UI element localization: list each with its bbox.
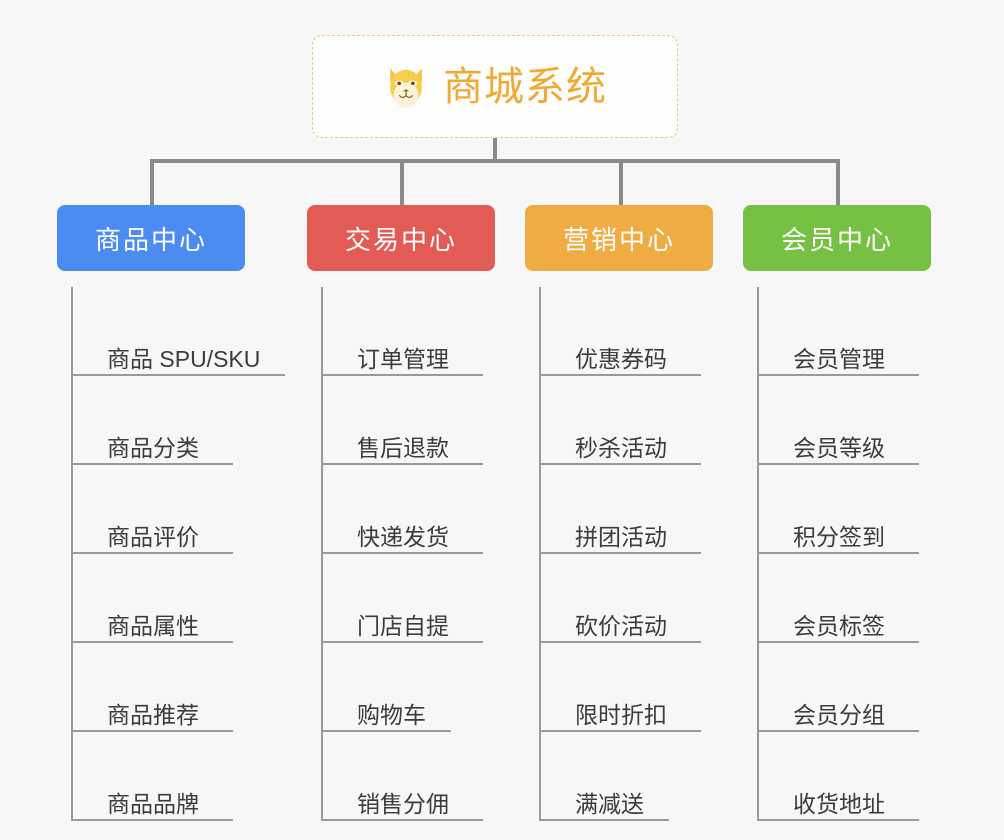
leaf-item[interactable]: 限时折扣 [541, 643, 741, 732]
connector-drop-1 [150, 159, 154, 207]
leaf-underline [759, 730, 919, 732]
leaf-label: 门店自提 [357, 612, 449, 639]
leaf-underline [541, 552, 701, 554]
leaf-item[interactable]: 拼团活动 [541, 465, 741, 554]
leaf-item[interactable]: 砍价活动 [541, 554, 741, 643]
leaf-item[interactable]: 商品评价 [73, 465, 297, 554]
connector-drop-4 [836, 159, 840, 207]
leaf-item[interactable]: 快递发货 [323, 465, 525, 554]
leaf-item[interactable]: 满减送 [541, 732, 741, 821]
leaf-underline [323, 552, 483, 554]
leaf-underline [759, 641, 919, 643]
leaf-underline [73, 552, 233, 554]
leaf-item[interactable]: 商品推荐 [73, 643, 297, 732]
leaf-underline [323, 374, 483, 376]
leaf-underline [323, 641, 483, 643]
leaf-label: 限时折扣 [575, 701, 667, 728]
leaf-label: 商品属性 [107, 612, 199, 639]
connector-drop-2 [400, 159, 404, 207]
connector-bus [150, 159, 840, 163]
leaf-underline [759, 374, 919, 376]
leaf-label: 快递发货 [357, 523, 449, 550]
leaf-list-1: 商品 SPU/SKU 商品分类 商品评价 商品属性 商品推荐 商品品牌 [71, 287, 297, 821]
leaf-item[interactable]: 会员管理 [759, 287, 957, 376]
leaf-underline [541, 374, 701, 376]
category-box-member-center[interactable]: 会员中心 [743, 205, 931, 271]
leaf-item[interactable]: 售后退款 [323, 376, 525, 465]
leaf-item[interactable]: 收货地址 [759, 732, 957, 821]
category-label: 营销中心 [562, 224, 675, 255]
leaf-underline [73, 374, 285, 376]
leaf-item[interactable]: 商品分类 [73, 376, 297, 465]
leaf-item[interactable]: 会员标签 [759, 554, 957, 643]
branch-column-1: 商品中心 商品 SPU/SKU 商品分类 商品评价 商品属性 商品推荐 [57, 205, 297, 837]
leaf-label: 优惠券码 [575, 345, 667, 372]
leaf-item[interactable]: 积分签到 [759, 465, 957, 554]
leaf-item[interactable]: 商品属性 [73, 554, 297, 643]
category-box-marketing-center[interactable]: 营销中心 [525, 205, 713, 271]
leaf-underline [541, 641, 701, 643]
category-box-trade-center[interactable]: 交易中心 [307, 205, 495, 271]
leaf-list-4: 会员管理 会员等级 积分签到 会员标签 会员分组 收货地址 [757, 287, 957, 821]
category-label: 交易中心 [344, 224, 457, 255]
leaf-underline [759, 463, 919, 465]
leaf-label: 销售分佣 [357, 790, 449, 817]
leaf-label: 秒杀活动 [575, 434, 667, 461]
leaf-item[interactable]: 销售分佣 [323, 732, 525, 821]
leaf-item[interactable]: 订单管理 [323, 287, 525, 376]
leaf-label: 会员等级 [793, 434, 885, 461]
leaf-item[interactable]: 商品 SPU/SKU [73, 287, 297, 376]
leaf-item[interactable]: 秒杀活动 [541, 376, 741, 465]
category-label: 会员中心 [780, 224, 893, 255]
leaf-label: 满减送 [575, 790, 644, 817]
leaf-underline [73, 819, 233, 821]
leaf-label: 订单管理 [357, 345, 449, 372]
branch-column-4: 会员中心 会员管理 会员等级 积分签到 会员标签 会员分组 [743, 205, 957, 837]
leaf-label: 商品推荐 [107, 701, 199, 728]
leaf-list-2: 订单管理 售后退款 快递发货 门店自提 购物车 销售分佣 [321, 287, 525, 821]
leaf-underline [759, 819, 919, 821]
leaf-label: 砍价活动 [575, 612, 667, 639]
branch-column-3: 营销中心 优惠券码 秒杀活动 拼团活动 砍价活动 限时折扣 [525, 205, 741, 837]
root-node[interactable]: 商城系统 [312, 35, 678, 138]
leaf-label: 会员标签 [793, 612, 885, 639]
leaf-label: 商品评价 [107, 523, 199, 550]
leaf-underline [73, 463, 233, 465]
connector-trunk [493, 138, 497, 163]
leaf-label: 积分签到 [793, 523, 885, 550]
leaf-label: 拼团活动 [575, 523, 667, 550]
leaf-item[interactable]: 会员等级 [759, 376, 957, 465]
leaf-underline [541, 819, 669, 821]
leaf-underline [323, 730, 451, 732]
category-label: 商品中心 [94, 224, 207, 255]
leaf-item[interactable]: 会员分组 [759, 643, 957, 732]
leaf-label: 售后退款 [357, 434, 449, 461]
leaf-label: 商品 SPU/SKU [107, 345, 261, 372]
leaf-underline [73, 641, 233, 643]
leaf-item[interactable]: 商品品牌 [73, 732, 297, 821]
leaf-underline [323, 463, 483, 465]
leaf-label: 商品品牌 [107, 790, 199, 817]
category-box-product-center[interactable]: 商品中心 [57, 205, 245, 271]
leaf-item[interactable]: 优惠券码 [541, 287, 741, 376]
leaf-underline [323, 819, 483, 821]
connector-drop-3 [619, 159, 623, 207]
leaf-label: 购物车 [357, 701, 426, 728]
branch-column-2: 交易中心 订单管理 售后退款 快递发货 门店自提 购物车 [307, 205, 525, 837]
leaf-label: 会员分组 [793, 701, 885, 728]
leaf-underline [759, 552, 919, 554]
shiba-dog-face-icon [390, 67, 422, 108]
root-title: 商城系统 [443, 64, 607, 109]
leaf-underline [541, 730, 701, 732]
leaf-item[interactable]: 门店自提 [323, 554, 525, 643]
leaf-underline [541, 463, 701, 465]
leaf-item[interactable]: 购物车 [323, 643, 525, 732]
leaf-underline [73, 730, 233, 732]
leaf-label: 收货地址 [793, 790, 885, 817]
leaf-label: 会员管理 [793, 345, 885, 372]
leaf-list-3: 优惠券码 秒杀活动 拼团活动 砍价活动 限时折扣 满减送 [539, 287, 741, 821]
leaf-label: 商品分类 [107, 434, 199, 461]
